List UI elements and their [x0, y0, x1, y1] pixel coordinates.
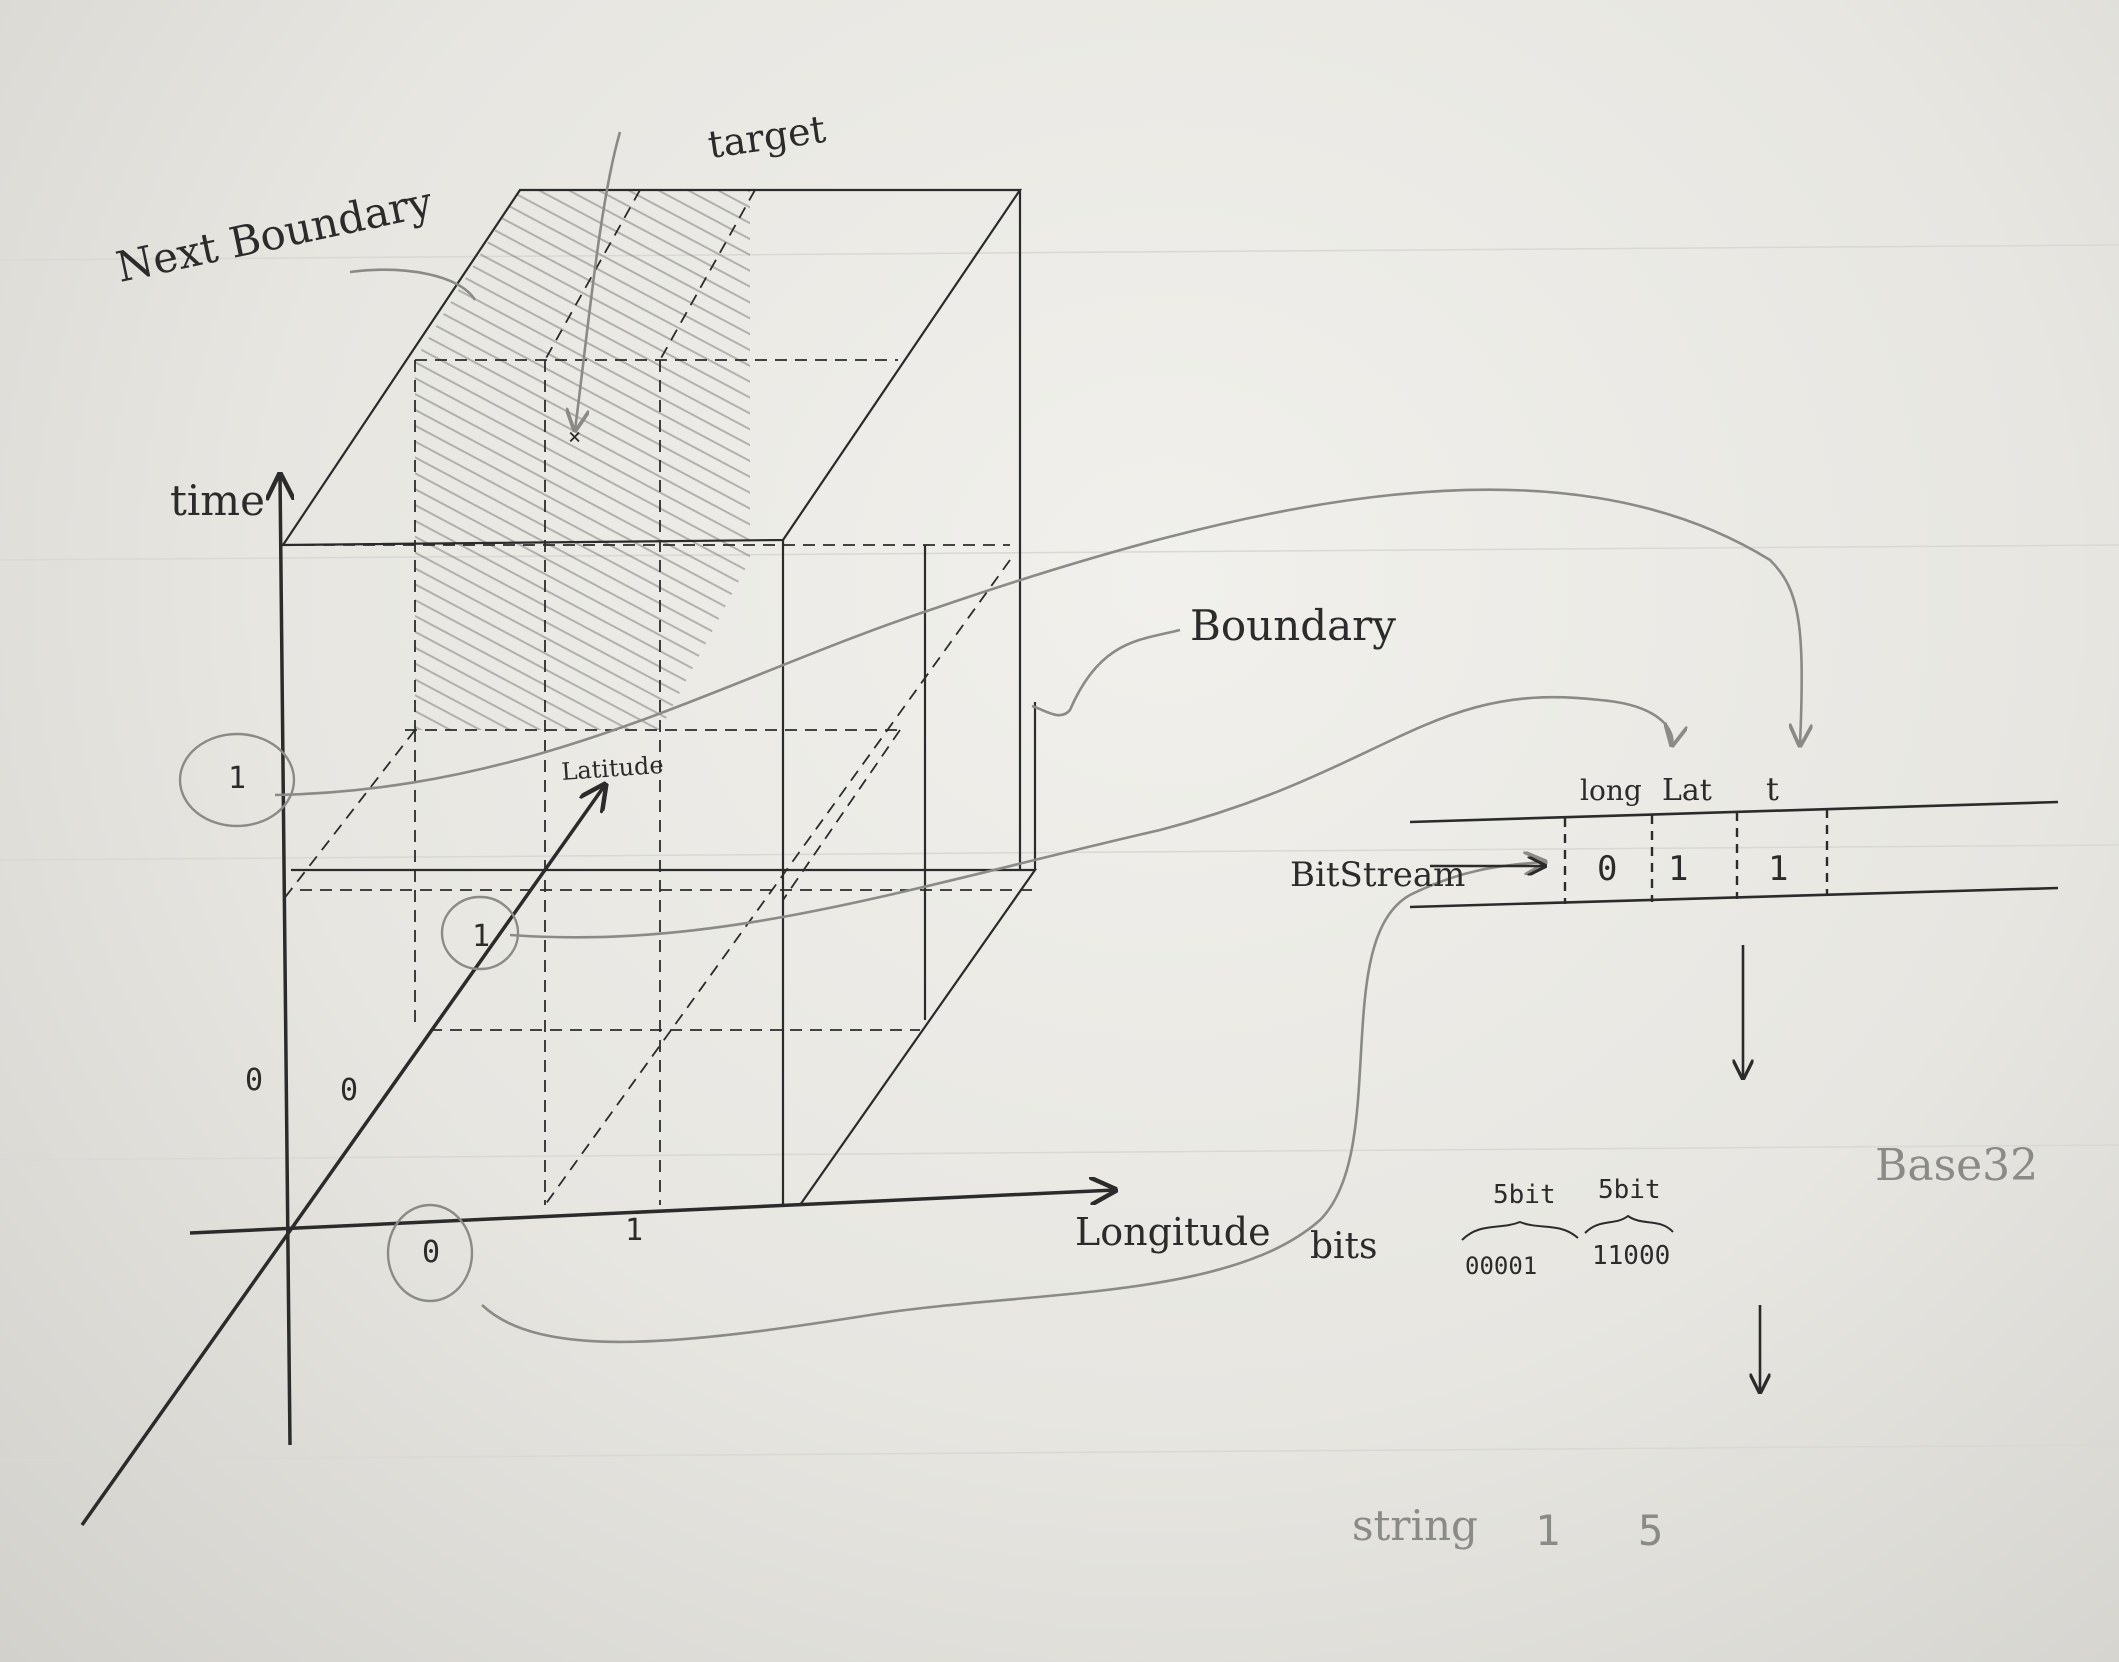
bitstream-cell-t: 1 — [1768, 849, 1788, 889]
bitstream-label: BitStream — [1290, 855, 1465, 895]
bitstream-header-lat: Lat — [1662, 773, 1712, 808]
string-label: string — [1352, 1501, 1478, 1550]
bitstream-tape — [1409, 800, 2059, 909]
latitude-axis-label: Latitude — [560, 751, 664, 786]
time-value-zero: 0 — [245, 1063, 263, 1098]
next-boundary-shading — [415, 190, 750, 730]
time-axis-label: time — [170, 476, 265, 525]
bitstream-cell-long: 0 — [1597, 849, 1617, 889]
latitude-value-zero: 0 — [340, 1073, 358, 1108]
longitude-value-zero: 0 — [422, 1235, 440, 1270]
base32-label: Base32 — [1875, 1140, 2038, 1191]
bitstream-cell-lat: 1 — [1668, 849, 1688, 889]
longitude-axis-label: Longitude — [1075, 1210, 1271, 1254]
time-value-one: 1 — [228, 761, 246, 796]
group-b-label: 5bit — [1598, 1175, 1661, 1205]
boundary-label: Boundary — [1190, 601, 1396, 650]
bits-label: bits — [1310, 1226, 1378, 1267]
string-char-2: 5 — [1638, 1506, 1663, 1555]
group-a-label: 5bit — [1493, 1180, 1556, 1210]
value-circles — [178, 732, 520, 1303]
axes — [80, 475, 1115, 1527]
group-a-bits: 00001 — [1465, 1252, 1537, 1280]
next-boundary-label: Next Boundary — [112, 177, 437, 292]
group-braces — [1461, 1214, 1674, 1241]
longitude-value-one: 1 — [625, 1213, 643, 1248]
paper-rules — [0, 244, 2119, 1461]
pencil-connectors — [274, 131, 1802, 1344]
latitude-value-one: 1 — [472, 919, 490, 954]
group-b-bits: 11000 — [1592, 1241, 1670, 1271]
cube-outline — [280, 188, 1038, 1206]
bitstream-header-t: t — [1766, 770, 1779, 808]
target-label: target — [705, 107, 828, 167]
bitstream-header-long: long — [1580, 774, 1642, 807]
conversion-arrows — [1743, 945, 1760, 1392]
string-char-1: 1 — [1535, 1506, 1560, 1555]
cube-grid — [282, 189, 1035, 1206]
